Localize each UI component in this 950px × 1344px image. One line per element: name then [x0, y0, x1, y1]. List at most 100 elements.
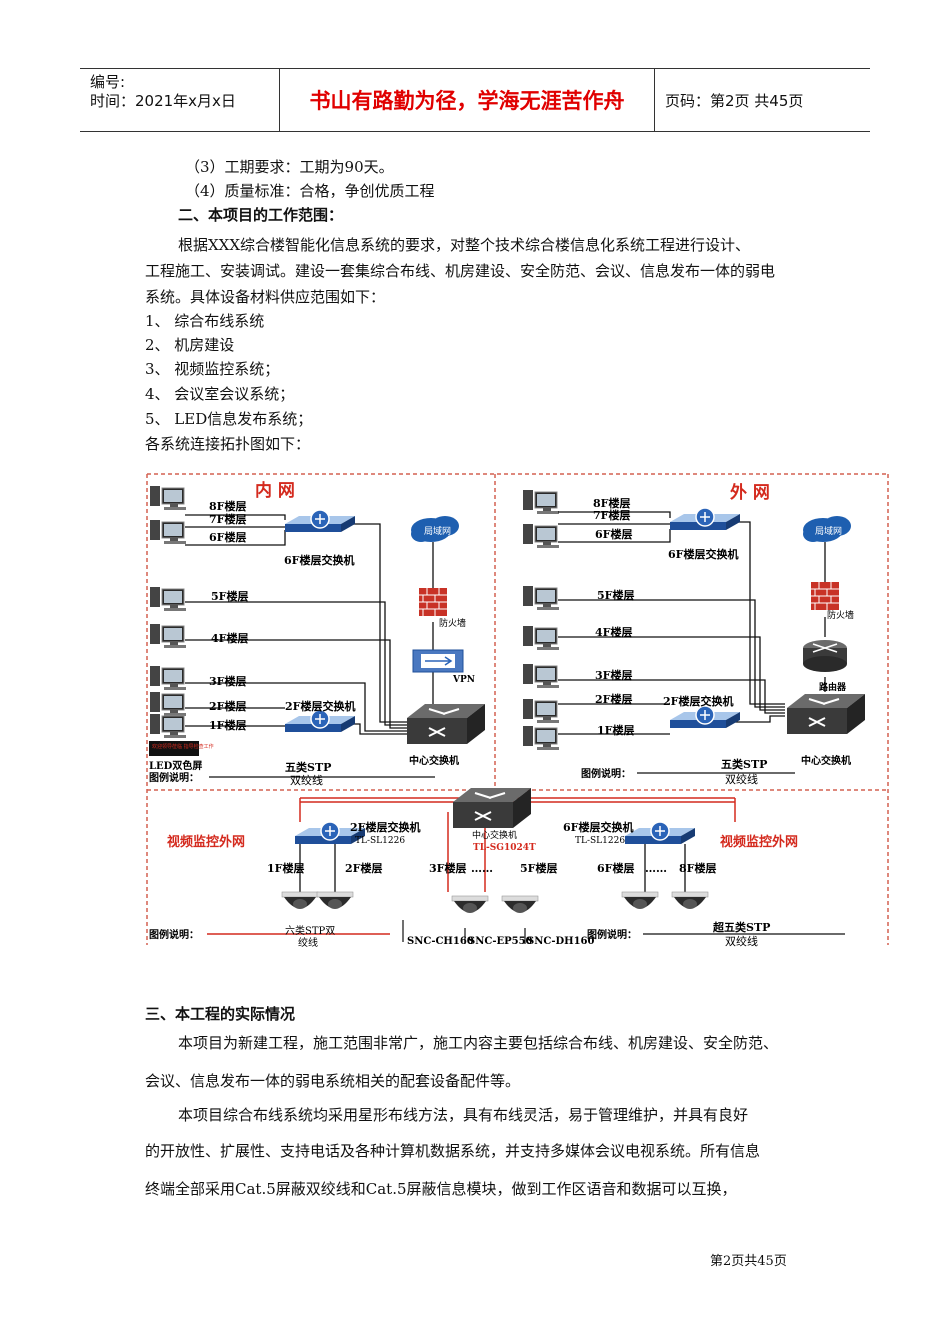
outer-2f-switch-label: 2F楼层交换机 — [663, 694, 733, 708]
video-6f-switch-icon — [624, 821, 696, 845]
outer-legend-label: 图例说明： — [581, 767, 631, 780]
outer-floor-label: 6F楼层 — [595, 527, 632, 541]
text-line: 本项目为新建工程，施工范围非常广，施工内容主要包括综合布线、机房建设、安全防范、 — [178, 1034, 779, 1052]
video-core-switch-icon — [452, 787, 532, 829]
outer-core-switch-label: 中心交换机 — [801, 754, 851, 767]
video-2f-switch-model: TL-SL1226 — [355, 836, 405, 846]
inner-cable-label: 五类STP — [285, 760, 331, 774]
list-item: 3、 视频监控系统； — [145, 360, 280, 378]
text-line: （4）质量标准：合格，争创优质工程 — [185, 182, 435, 200]
video-cable6-sub: 绞线 — [298, 936, 318, 947]
text-line: 本项目综合布线系统均采用星形布线方法，具有布线灵活，易于管理维护，并具有良好 — [178, 1106, 749, 1124]
inner-floor-label: 2F楼层 — [209, 699, 246, 713]
inner-cable-sub: 双绞线 — [290, 773, 323, 787]
outer-floor-label: 4F楼层 — [595, 625, 632, 639]
inner-6f-switch-icon — [284, 509, 356, 533]
list-item: 1、 综合布线系统 — [145, 312, 265, 330]
text-line: 工程施工、安装调试。建设一套集综合布线、机房建设、安全防范、会议、信息发布一体的… — [145, 262, 776, 280]
header-meta: 编号: 时间：2021年x月x日 — [80, 69, 280, 131]
video-floor-label: 6F楼层 — [597, 861, 634, 875]
inner-floor-label: 1F楼层 — [209, 718, 246, 732]
inner-2f-switch-icon — [284, 709, 356, 733]
outer-network-title: 外 网 — [730, 482, 770, 503]
inner-floor-label: 6F楼层 — [209, 530, 246, 544]
inner-floor-label: 5F楼层 — [211, 589, 248, 603]
page-header: 编号: 时间：2021年x月x日 书山有路勤为径，学海无涯苦作舟 页码：第2页 … — [80, 68, 870, 132]
video-right-title: 视频监控外网 — [720, 834, 798, 850]
router-icon — [803, 640, 847, 672]
inner-core-switch-icon — [406, 703, 486, 745]
outer-floor-label: 8F楼层 — [593, 496, 630, 510]
list-item: 4、 会议室会议系统； — [145, 385, 295, 403]
outer-floor-label: 2F楼层 — [595, 692, 632, 706]
inner-firewall-icon — [418, 587, 448, 617]
list-item: 5、 LED信息发布系统； — [145, 410, 313, 428]
inner-pcs — [149, 485, 187, 739]
number-label: 编号: — [90, 73, 126, 91]
outer-cable-sub: 双绞线 — [725, 772, 758, 786]
header-motto: 书山有路勤为径，学海无涯苦作舟 — [280, 69, 655, 131]
camera-model: SNC-CH160 — [407, 936, 474, 947]
video-floor-label: 8F楼层 — [679, 861, 716, 875]
header-page: 页码：第2页 共45页 — [665, 91, 804, 110]
outer-2f-switch-icon — [669, 705, 741, 729]
inner-floor-label: 3F楼层 — [209, 674, 246, 688]
inner-core-switch-label: 中心交换机 — [409, 754, 459, 767]
video-cable6-label: 六类STP双 — [285, 924, 335, 937]
video-dots: …… — [645, 862, 667, 875]
camera-model: SNC-EP550 — [468, 936, 533, 947]
text-line: （3）工期要求：工期为90天。 — [185, 158, 394, 176]
video-left-title: 视频监控外网 — [167, 834, 245, 850]
video-6f-switch-label: 6F楼层交换机 — [563, 820, 633, 834]
outer-core-switch-icon — [786, 693, 866, 735]
vpn-icon — [412, 649, 464, 673]
video-floor-label: 5F楼层 — [520, 861, 557, 875]
date-label: 时间：2021年x月x日 — [90, 92, 236, 110]
inner-floor-label: 7F楼层 — [209, 512, 246, 526]
outer-pcs — [522, 489, 560, 751]
text-line: 的开放性、扩展性、支持电话及各种计算机数据系统，并支持多媒体会议电视系统。所有信… — [145, 1142, 761, 1160]
inner-cables — [185, 514, 434, 735]
outer-6f-switch-icon — [669, 507, 741, 531]
video-6f-switch-model: TL-SL1226 — [575, 836, 625, 846]
led-label: LED双色屏 — [149, 759, 202, 772]
super5-cable-sub: 双绞线 — [725, 934, 758, 947]
camera-model: SNC-DH160 — [527, 936, 595, 947]
outer-floor-label: 3F楼层 — [595, 668, 632, 682]
section-heading: 二、本项目的工作范围： — [178, 206, 344, 224]
vpn-label: VPN — [452, 675, 475, 685]
topology-diagram: 内 网 8F楼层 7F楼层 6F楼层 5F楼层 4F楼层 3F楼层 2F楼层 1… — [145, 472, 890, 949]
led-screen-text: 欢迎领导莅临 指导检查工作 — [152, 743, 214, 750]
camera-icons — [281, 891, 709, 914]
video-floor-label: 3F楼层 — [429, 861, 466, 875]
inner-6f-switch-label: 6F楼层交换机 — [284, 553, 354, 567]
section-heading: 三、本工程的实际情况 — [145, 1005, 296, 1023]
inner-lan-label: 局域网 — [424, 525, 451, 537]
inner-legend-label: 图例说明： — [149, 771, 199, 784]
outer-6f-switch-label: 6F楼层交换机 — [668, 547, 738, 561]
video-floor-label: 2F楼层 — [345, 861, 382, 875]
router-label: 路由器 — [819, 681, 847, 693]
region-borders — [146, 473, 889, 945]
video-2f-switch-label: 2F楼层交换机 — [350, 820, 420, 834]
video-legend-label: 图例说明： — [149, 928, 199, 941]
inner-2f-switch-label: 2F楼层交换机 — [285, 699, 355, 713]
page-footer: 第2页共45页 — [710, 1254, 787, 1269]
led-screen: 欢迎领导莅临 指导检查工作 — [149, 741, 214, 756]
outer-floor-label: 7F楼层 — [593, 508, 630, 522]
outer-floor-label: 5F楼层 — [597, 588, 634, 602]
inner-firewall-label: 防火墙 — [439, 617, 466, 629]
text-line: 各系统连接拓扑图如下： — [145, 435, 311, 453]
text-line: 会议、信息发布一体的弱电系统相关的配套设备配件等。 — [145, 1072, 521, 1090]
inner-floor-label: 4F楼层 — [211, 631, 248, 645]
text-line: 终端全部采用Cat.5屏蔽双绞线和Cat.5屏蔽信息模块，做到工作区语音和数据可… — [145, 1180, 737, 1198]
outer-firewall-icon — [810, 581, 840, 611]
text-line: 根据XXX综合楼智能化信息系统的要求，对整个技术综合楼信息化系统工程进行设计、 — [178, 236, 751, 254]
text-line: 系统。具体设备材料供应范围如下： — [145, 288, 386, 306]
inner-floor-label: 8F楼层 — [209, 499, 246, 513]
outer-cable-label: 五类STP — [721, 757, 767, 771]
video-core-model: TL-SG1024T — [473, 843, 536, 853]
video-dots: …… — [471, 862, 493, 875]
list-item: 2、 机房建设 — [145, 336, 235, 354]
video-core-label: 中心交换机 — [472, 829, 517, 841]
